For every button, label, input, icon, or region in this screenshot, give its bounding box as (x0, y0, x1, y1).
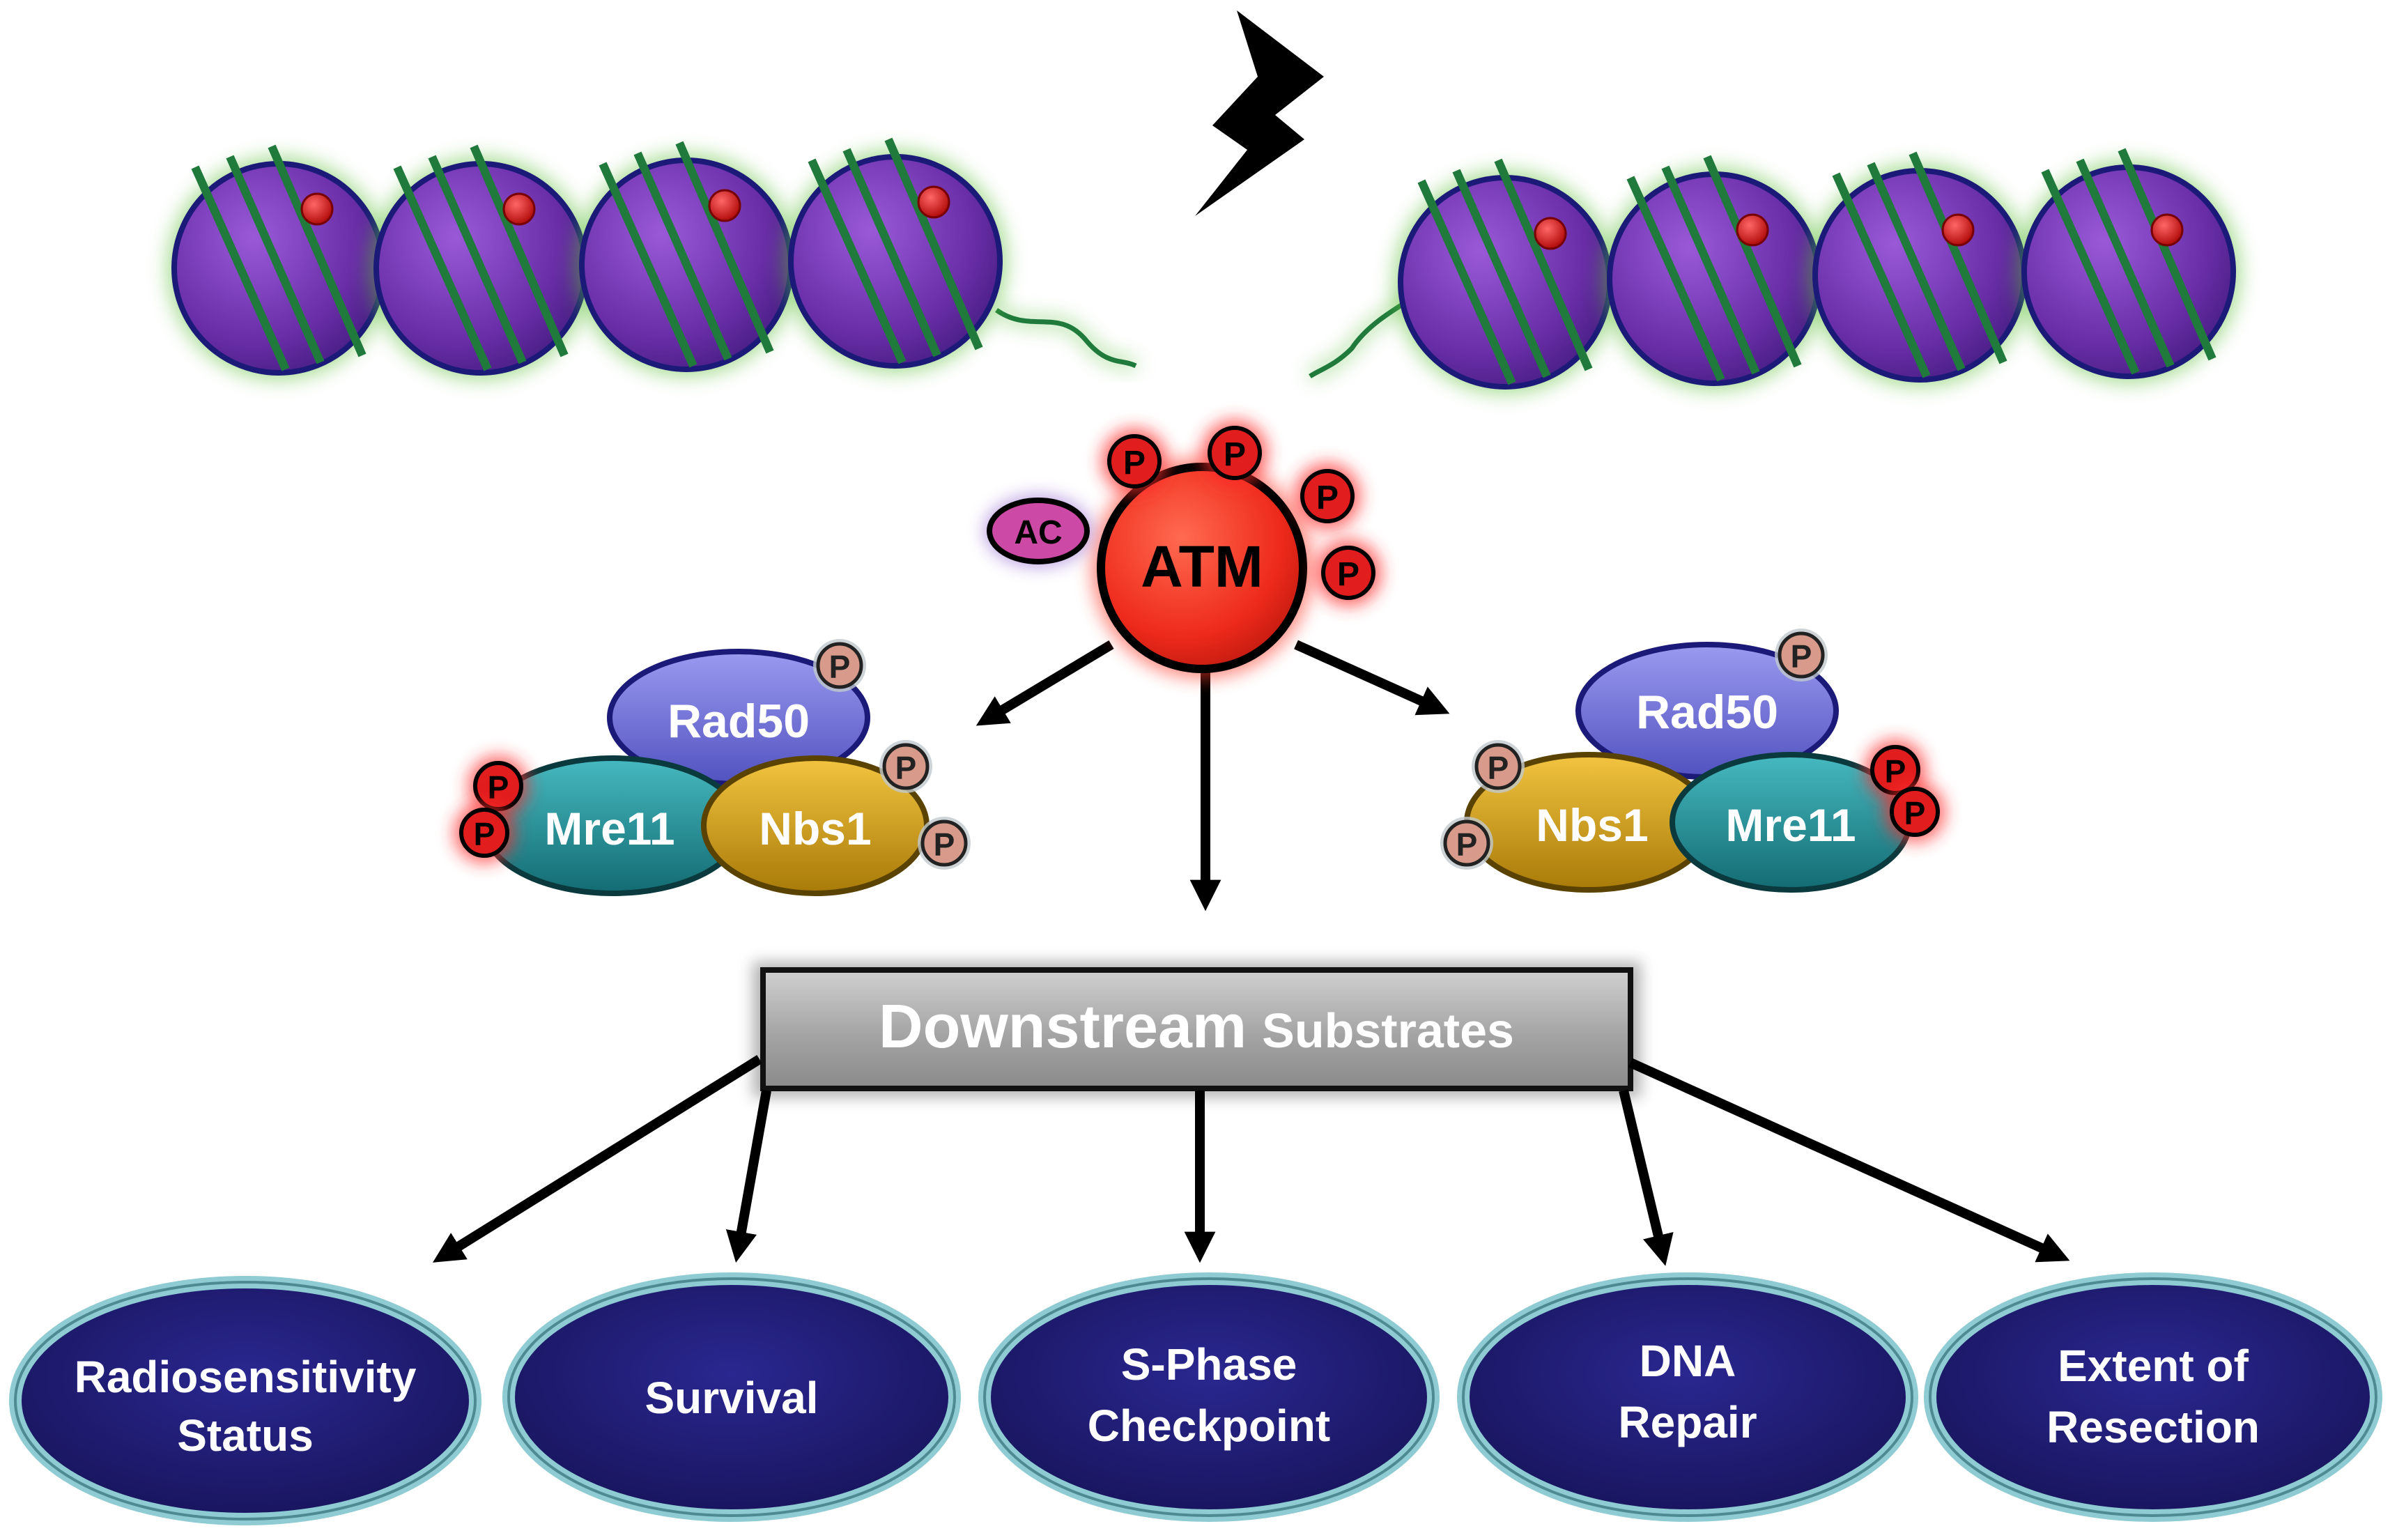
phospho-p: P (1884, 781, 1945, 842)
phospho-p: P (468, 755, 529, 817)
svg-text:P: P (488, 769, 509, 806)
svg-text:P: P (934, 826, 955, 863)
svg-text:Resection: Resection (2046, 1402, 2260, 1452)
outcome-radiosensitivity: Radiosensitivity Status (9, 1276, 481, 1525)
phospho-p: P (813, 639, 866, 692)
svg-text:P: P (1337, 556, 1359, 593)
phospho-p: P (1472, 740, 1525, 793)
svg-text:Rad50: Rad50 (668, 695, 810, 748)
svg-text:P: P (895, 750, 917, 786)
methylation-mark (1736, 213, 1769, 247)
outcome-arrows (432, 1055, 2070, 1266)
nucleosome (575, 141, 798, 376)
phospho-p: P (454, 802, 515, 863)
rad50-protein: Rad50 (1575, 642, 1839, 780)
ac-label: AC (1014, 514, 1062, 551)
mrn-complex-left: Rad50 Mre11 Nbs1 P P P P (454, 639, 971, 896)
svg-text:Nbs1: Nbs1 (759, 803, 871, 854)
methylation-mark (1534, 217, 1567, 250)
methylation-mark (917, 185, 950, 219)
phospho-p: P (1101, 428, 1168, 495)
phospho-p: P (1201, 419, 1268, 486)
svg-text:Checkpoint: Checkpoint (1088, 1401, 1330, 1451)
methylation-mark (1941, 213, 1975, 247)
nucleosome (1808, 151, 2031, 387)
svg-text:P: P (474, 816, 495, 852)
svg-text:P: P (1123, 445, 1146, 482)
arrow-to-resection (1628, 1058, 2070, 1263)
svg-text:P: P (1904, 795, 1926, 831)
acetylation-mark: AC (984, 495, 1093, 567)
svg-text:Repair: Repair (1618, 1397, 1757, 1447)
arrow-atm-to-mrn-right (1294, 640, 1450, 716)
svg-text:P: P (829, 649, 851, 685)
atm-complex: ATM AC P P P P (984, 419, 1382, 679)
svg-text:P: P (1791, 638, 1812, 675)
arrow-atm-to-mrn-left (976, 640, 1114, 726)
nucleosome (369, 144, 592, 380)
nucleosome (1394, 158, 1617, 394)
svg-text:Rad50: Rad50 (1636, 686, 1778, 739)
svg-text:P: P (1488, 750, 1509, 786)
arrow-to-dna-repair (1619, 1089, 1674, 1266)
phospho-p: P (1440, 817, 1493, 870)
nbs1-protein: Nbs1 (1464, 752, 1713, 893)
phospho-p: P (1775, 629, 1828, 682)
nucleosome (2017, 148, 2240, 383)
phospho-p: P (879, 740, 932, 793)
mrn-complex-right: Rad50 Nbs1 Mre11 P P P P (1440, 629, 1945, 893)
lightning-bolt-icon (1195, 10, 1324, 216)
arrow-to-radiosensitivity (432, 1055, 762, 1263)
methylation-mark (708, 189, 741, 222)
svg-text:Radiosensitivity: Radiosensitivity (75, 1352, 417, 1402)
outcome-extent-of-resection: Extent of Resection (1924, 1272, 2382, 1522)
svg-text:S-Phase: S-Phase (1121, 1339, 1297, 1389)
phospho-p: P (1315, 539, 1382, 606)
outcome-survival: Survival (502, 1272, 961, 1522)
chromatin-right (1306, 148, 2240, 394)
phospho-p: P (1294, 463, 1361, 530)
atm-arrows (976, 640, 1450, 911)
svg-text:Nbs1: Nbs1 (1536, 799, 1648, 851)
svg-text:P: P (1456, 826, 1478, 863)
mre11-protein: Mre11 (481, 755, 745, 896)
chromatin-left (167, 137, 1139, 380)
svg-text:DNA: DNA (1640, 1336, 1736, 1386)
svg-text:P: P (1224, 436, 1246, 473)
nucleosome (1603, 155, 1826, 390)
outcome-dna-repair: DNA Repair (1457, 1272, 1918, 1522)
arrow-to-survival (725, 1089, 771, 1263)
svg-text:Extent of: Extent of (2058, 1341, 2249, 1391)
outcome-s-phase-checkpoint: S-Phase Checkpoint (978, 1272, 1440, 1522)
svg-text:Survival: Survival (645, 1373, 818, 1423)
methylation-mark (300, 192, 334, 226)
atm-protein (1097, 463, 1307, 673)
svg-text:Status: Status (177, 1410, 314, 1461)
phospho-p: P (918, 817, 971, 870)
methylation-mark (2150, 213, 2184, 247)
svg-text:Mre11: Mre11 (544, 803, 674, 854)
atm-label: ATM (1141, 534, 1263, 599)
nucleosome (167, 144, 390, 380)
svg-text:P: P (1316, 479, 1339, 516)
svg-text:P: P (1885, 753, 1906, 790)
nucleosome (784, 137, 1007, 373)
svg-text:Mre11: Mre11 (1725, 799, 1856, 851)
nbs1-protein: Nbs1 (701, 755, 930, 896)
methylation-mark (502, 192, 536, 226)
